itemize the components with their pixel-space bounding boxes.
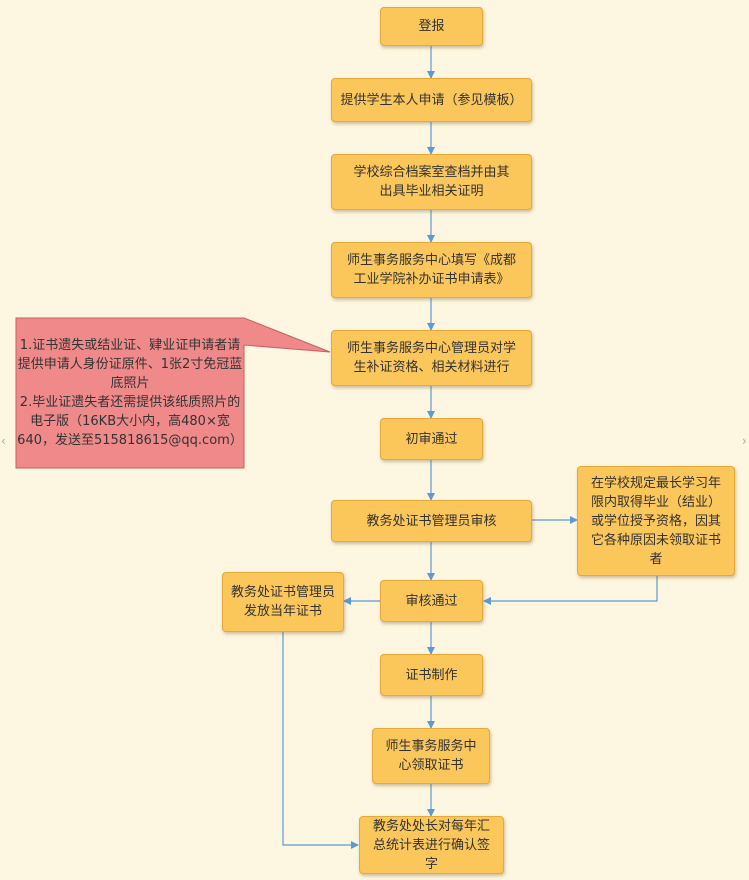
node-n3-label: 学校综合档案室查档并由其出具毕业相关证明: [353, 165, 510, 199]
node-n3: 学校综合档案室查档并由其出具毕业相关证明: [331, 154, 532, 210]
node-n4-label: 师生事务服务中心填写《成都工业学院补办证书申请表》: [346, 253, 516, 287]
node-n11: 证书制作: [380, 654, 483, 696]
node-n7-label: 教务处证书管理员审核: [366, 513, 497, 529]
node-n2: 提供学生本人申请（参见模板）: [331, 78, 532, 122]
arrow-n8-n9: [483, 576, 658, 605]
node-n5: 师生事务服务中心管理员对学生补证资格、相关材料进行: [331, 330, 532, 386]
node-n9-label: 审核通过: [405, 593, 458, 609]
callout-line: 2.毕业证遗失者还需提供该纸质照片的电子版（16KB大小内，高480×宽640，…: [17, 395, 243, 448]
node-n1: 登报: [380, 7, 483, 46]
node-n6: 初审通过: [380, 418, 483, 460]
node-n10-label: 教务处证书管理员发放当年证书: [231, 585, 336, 619]
node-n6-label: 初审通过: [405, 431, 458, 447]
right-edge-marker: ›: [742, 434, 747, 448]
node-n13-label: 教务处处长对每年汇总统计表进行确认签字: [372, 818, 490, 872]
node-n4: 师生事务服务中心填写《成都工业学院补办证书申请表》: [331, 242, 532, 298]
node-n8-label: 在学校规定最长学习年限内取得毕业（结业）或学位授予资格，因其它各种原因未领取证书…: [590, 475, 721, 567]
node-n7: 教务处证书管理员审核: [331, 500, 532, 542]
node-n8: 在学校规定最长学习年限内取得毕业（结业）或学位授予资格，因其它各种原因未领取证书…: [577, 466, 735, 576]
node-n5-label: 师生事务服务中心管理员对学生补证资格、相关材料进行: [346, 341, 516, 375]
left-edge-marker: ‹: [1, 434, 6, 448]
node-n12: 师生事务服务中心领取证书: [372, 728, 490, 784]
node-n12-label: 师生事务服务中心领取证书: [385, 739, 477, 773]
node-n13: 教务处处长对每年汇总统计表进行确认签字: [359, 816, 504, 874]
callout-bubble: [15, 317, 331, 469]
node-n11-label: 证书制作: [405, 667, 458, 683]
node-n10: 教务处证书管理员发放当年证书: [222, 572, 344, 632]
node-n9: 审核通过: [380, 580, 483, 622]
node-n2-label: 提供学生本人申请（参见模板）: [340, 92, 523, 108]
callout-line: 1.证书遗失或结业证、肄业证申请者请提供申请人身份证原件、1张2寸免冠蓝底照片: [17, 338, 243, 391]
node-n1-label: 登报: [418, 19, 445, 34]
arrow-n10-n13: [282, 632, 359, 849]
